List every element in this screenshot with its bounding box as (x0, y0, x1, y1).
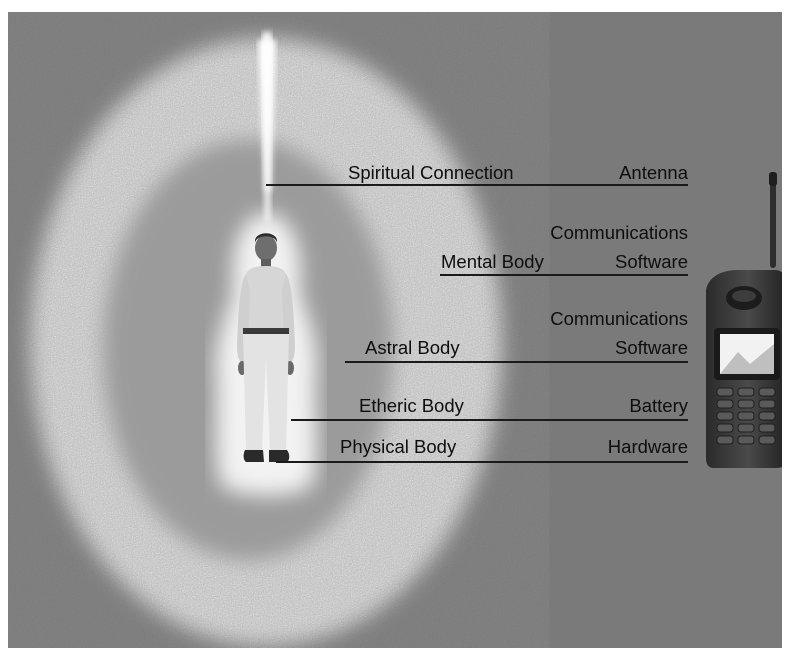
label-software-1: Software (568, 251, 688, 273)
label-mental-body: Mental Body (441, 251, 544, 273)
label-software-2: Software (568, 337, 688, 359)
label-astral-body: Astral Body (365, 337, 460, 359)
label-spiritual-connection: Spiritual Connection (348, 162, 514, 184)
label-physical-body: Physical Body (340, 436, 456, 458)
label-communications-1: Communications (508, 222, 688, 244)
label-battery: Battery (568, 395, 688, 417)
connector-line-etheric (291, 419, 688, 421)
diagram-canvas: Spiritual Connection Antenna Communicati… (8, 12, 782, 648)
mobile-phone (706, 172, 782, 468)
illustration (8, 12, 782, 648)
label-etheric-body: Etheric Body (359, 395, 464, 417)
connector-line-mental (440, 274, 688, 276)
label-antenna: Antenna (568, 162, 688, 184)
label-hardware: Hardware (568, 436, 688, 458)
connector-line-astral (345, 361, 688, 363)
connector-line-physical (276, 461, 688, 463)
label-communications-2: Communications (508, 308, 688, 330)
connector-line-spiritual (266, 184, 688, 186)
